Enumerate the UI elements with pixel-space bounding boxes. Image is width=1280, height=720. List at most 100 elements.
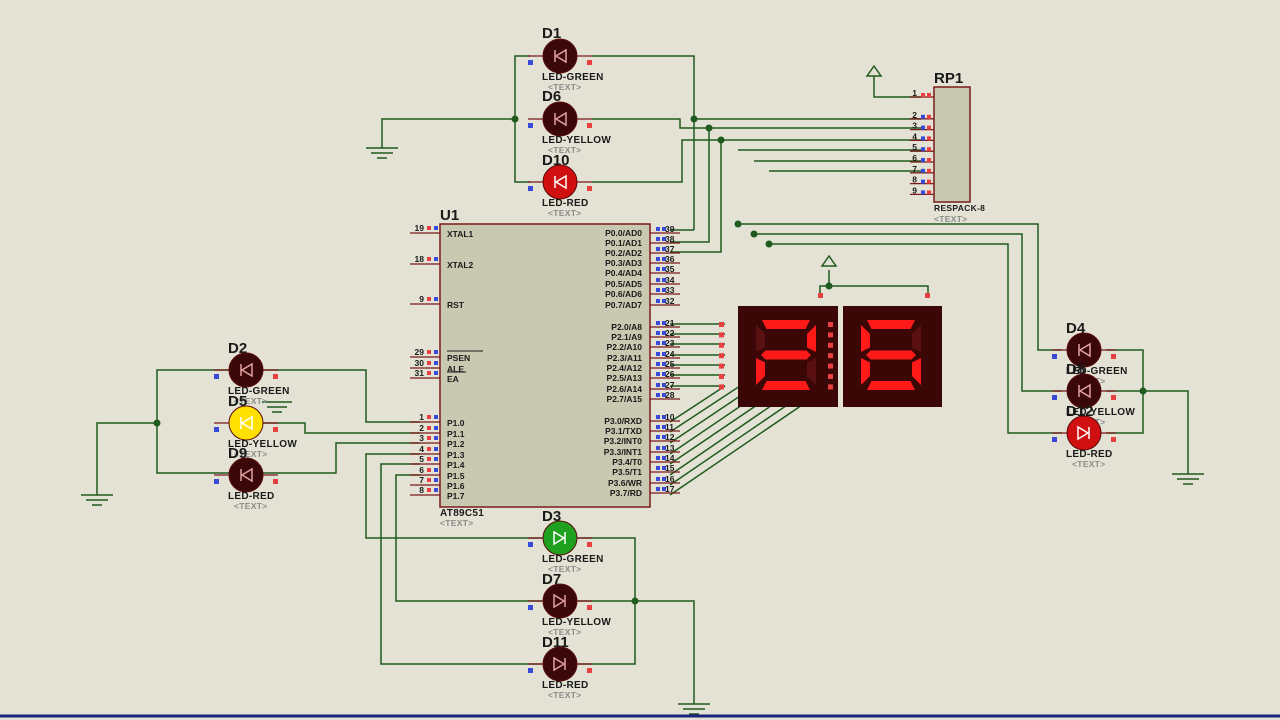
led-placeholder: <TEXT> <box>548 690 581 700</box>
led-body[interactable] <box>542 38 578 74</box>
led-body[interactable] <box>542 583 578 619</box>
diode-icon <box>240 467 253 483</box>
display-segment <box>867 381 915 390</box>
mcu-pin-label: P1.4 <box>447 460 465 470</box>
led-body[interactable] <box>228 405 264 441</box>
mcu-pin-number: 29 <box>415 347 425 357</box>
leds: D1LED-GREEN<TEXT>D6LED-YELLOW<TEXT>D10LE… <box>214 25 1135 700</box>
resistor-pack-body[interactable] <box>933 86 971 203</box>
mcu-pin-number: 14 <box>665 453 675 463</box>
mcu-pin-label: P0.1/AD1 <box>605 238 642 248</box>
mcu-pin-label: P0.5/AD5 <box>605 279 642 289</box>
resistor-pack-pin-number: 1 <box>912 88 917 98</box>
led-placeholder: <TEXT> <box>548 564 581 574</box>
led-ref: D2 <box>228 340 247 357</box>
resistor-pack-placeholder: <TEXT> <box>934 214 967 224</box>
mcu-pin-number: 9 <box>419 294 424 304</box>
display-segment <box>807 358 816 385</box>
mcu-pin-label: P3.3/INT1 <box>604 447 643 457</box>
mcu-pin-number: 11 <box>665 422 674 432</box>
mcu-pin-label: P0.0/AD0 <box>605 228 642 238</box>
led-value: LED-RED <box>542 198 589 209</box>
mcu-pin-number: 26 <box>665 369 675 379</box>
mcu-pin-label: P1.0 <box>447 418 465 428</box>
diode-icon <box>1077 425 1090 441</box>
mcu-pin-number: 24 <box>665 349 675 359</box>
mcu-pin-label: P3.6/WR <box>608 478 642 488</box>
led-body[interactable] <box>542 520 578 556</box>
mcu-pin-label: P1.5 <box>447 471 465 481</box>
resistor-pack-pin-number: 4 <box>912 131 917 141</box>
diode-icon <box>240 362 253 378</box>
resistor-pack-pin-number: 2 <box>912 110 917 120</box>
led-body[interactable] <box>228 457 264 493</box>
mcu-pin-number: 7 <box>419 475 424 485</box>
mcu-pin-number: 12 <box>665 432 675 442</box>
power-terminal-icon <box>820 254 838 267</box>
mcu-pin-label: P3.4/T0 <box>612 457 642 467</box>
led-body[interactable] <box>1066 415 1102 451</box>
mcu-placeholder: <TEXT> <box>440 518 473 528</box>
mcu-pin-number: 35 <box>665 264 675 274</box>
led-value: LED-YELLOW <box>542 617 611 628</box>
led-ref: D8 <box>1066 361 1085 378</box>
led-body[interactable] <box>1066 373 1102 409</box>
led-value: LED-RED <box>1066 449 1113 460</box>
display-segment <box>912 325 921 352</box>
mcu-pin-number: 23 <box>665 338 675 348</box>
mcu-pin-number: 30 <box>415 358 425 368</box>
mcu-pin-label: P0.6/AD6 <box>605 289 642 299</box>
led-body[interactable] <box>542 646 578 682</box>
ground-icon <box>262 401 292 413</box>
mcu-pin-label: P0.4/AD4 <box>605 268 642 278</box>
resistor-pack-pin-number: 5 <box>912 142 917 152</box>
resistor-pack-pin-number: 3 <box>912 121 917 131</box>
mcu-pin-label: PSEN <box>447 353 470 363</box>
led-body[interactable] <box>228 352 264 388</box>
display-segment <box>762 320 810 329</box>
mcu-pin-number: 32 <box>665 296 675 306</box>
mcu-pin-label: P0.7/AD7 <box>605 300 642 310</box>
ground-icon <box>678 703 710 715</box>
mcu-pin-label: ALE <box>447 364 464 374</box>
power-terminal-icon <box>865 64 883 77</box>
mcu-ref: U1 <box>440 207 459 224</box>
led-ref: D5 <box>228 393 247 410</box>
led-body[interactable] <box>1066 332 1102 368</box>
mcu-pin-label: XTAL1 <box>447 229 474 239</box>
led-ref: D4 <box>1066 320 1086 337</box>
led-ref: D12 <box>1066 403 1094 420</box>
display-segment <box>861 358 870 385</box>
mcu-u1[interactable]: U1 AT89C51 <TEXT> 19XTAL118XTAL29RST29PS… <box>410 207 680 528</box>
led-value: LED-YELLOW <box>228 439 297 450</box>
mcu-pin-label: P0.2/AD2 <box>605 248 642 258</box>
led-placeholder: <TEXT> <box>548 82 581 92</box>
display-segment <box>807 325 816 352</box>
mcu-pin-label: RST <box>447 300 465 310</box>
mcu-pin-number: 13 <box>665 443 675 453</box>
mcu-pin-label: P2.0/A8 <box>611 322 642 332</box>
led-value: LED-RED <box>542 680 589 691</box>
mcu-body[interactable] <box>439 223 651 508</box>
mcu-pin-label: P2.7/A15 <box>607 394 643 404</box>
led-body[interactable] <box>542 164 578 200</box>
display-segment <box>761 350 811 360</box>
led-body[interactable] <box>542 101 578 137</box>
seven-segment-display[interactable] <box>719 293 942 407</box>
junction-dots <box>153 115 1147 605</box>
mcu-pin-label: P3.0/RXD <box>604 416 642 426</box>
display-segment <box>912 358 921 385</box>
